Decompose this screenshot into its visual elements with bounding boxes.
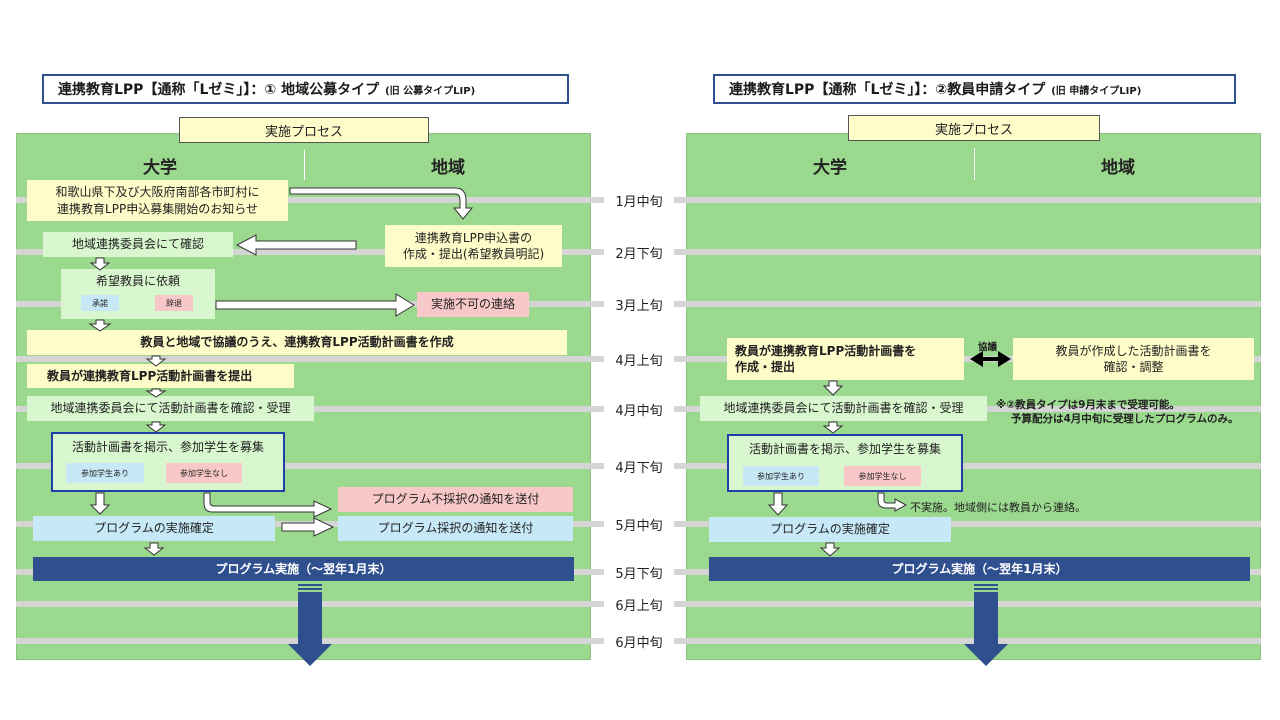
right-title-note: (旧 申請タイプLIP) [1051,85,1142,97]
left-with-students-chip: 参加学生あり [66,463,144,483]
right-arrow-confirm-to-implementation [819,542,841,557]
arrow-with-students-to-confirm [89,492,111,515]
right-discussion-label: 協議 [978,342,998,353]
left-col-university: 大学 [143,158,177,178]
month-label-2: 3月上旬 [604,295,674,314]
month-label-7: 5月下旬 [604,563,674,582]
left-process-label: 実施プロセス [179,117,429,143]
left-col-region: 地域 [431,158,465,178]
right-faculty-create-box: 教員が連携教育LPP活動計画書を 作成・提出 [727,338,964,380]
left-recruit-box: 活動計画書を掲示、参加学生を募集 参加学生あり 参加学生なし [51,432,285,492]
right-col-university: 大学 [813,158,847,178]
left-submit-plan-box: 教員が連携教育LPP活動計画書を提出 [27,364,294,388]
arrow-discuss-to-submit [145,355,167,367]
left-title-text: 連携教育LPP【通称「Lゼミ」】：① 地域公募タイプ [58,82,380,98]
right-process-label: 実施プロセス [848,115,1100,141]
right-discussion-arrow [970,351,1011,367]
arrow-application-to-committee [235,234,357,256]
arrow-confirm-to-adoption [281,517,335,537]
right-committee-review-box: 地域連携委員会にて活動計画書を確認・受理 [700,396,987,421]
arrow-no-students-to-rejection [203,492,333,518]
month-label-0: 1月中旬 [604,191,674,210]
month-label-9: 6月中旬 [604,632,674,651]
left-title: 連携教育LPP【通称「Lゼミ」】：① 地域公募タイプ (旧 公募タイプLIP) [42,74,569,104]
right-arrow-faculty-to-review [822,380,844,396]
arrow-submit-to-review [145,388,167,398]
right-title: 連携教育LPP【通称「Lゼミ」】：②教員申請タイプ (旧 申請タイプLIP) [713,74,1236,104]
right-with-students-chip: 参加学生あり [743,466,819,486]
right-arrow-with-students-to-confirm [767,492,789,516]
arrow-confirm-to-implementation [143,542,165,556]
arrow-request-to-discuss [88,319,112,332]
left-application-box: 連携教育LPP申込書の 作成・提出(希望教員明記) [385,225,562,267]
arrow-announce-to-application [289,187,474,220]
right-arrow-no-students-to-no-impl [877,492,908,512]
left-recruit-label: 活動計画書を掲示、参加学生を募集 [71,439,264,454]
left-accept-chip: 承諾 [81,295,119,311]
right-no-students-chip: 参加学生なし [844,466,921,486]
right-col-divider [974,148,975,180]
right-big-down-arrow [964,584,1008,666]
left-rejection-notice-box: プログラム不採択の通知を送付 [338,487,573,512]
month-label-5: 4月下旬 [604,457,674,476]
left-not-possible-box: 実施不可の連絡 [417,292,529,317]
left-title-note: (旧 公募タイプLIP) [385,85,476,97]
left-request-faculty-box: 希望教員に依頼 承諾 辞退 [61,269,215,319]
right-region-review-box: 教員が作成した活動計画書を 確認・調整 [1013,338,1254,380]
left-col-divider [304,150,305,180]
arrow-review-to-recruit [145,421,167,433]
month-label-1: 2月下旬 [604,243,674,262]
left-committee-confirm-box: 地域連携委員会にて確認 [43,232,233,257]
right-arrow-review-to-recruit [822,421,844,434]
arrow-committee-to-request [89,257,111,271]
right-no-impl-note: 不実施。地域側には教員から連絡。 [910,501,1086,514]
right-title-text: 連携教育LPP【通称「Lゼミ」】：②教員申請タイプ [729,82,1046,98]
left-committee-review-box: 地域連携委員会にて活動計画書を確認・受理 [27,396,314,421]
arrow-decline-to-not-possible [215,293,415,317]
right-recruit-label: 活動計画書を掲示、参加学生を募集 [748,441,941,456]
left-no-students-chip: 参加学生なし [166,463,242,483]
right-note-line2: 予算配分は4月中旬に受理したプログラムのみ。 [1011,413,1239,425]
left-announce-box: 和歌山県下及び大阪府南部各市町村に 連携教育LPP申込募集開始のお知らせ [27,180,288,221]
left-implementation-bar: プログラム実施（～翌年1月末） [33,557,574,581]
left-request-faculty-label: 希望教員に依頼 [95,273,180,288]
right-col-region: 地域 [1101,158,1135,178]
right-recruit-box: 活動計画書を掲示、参加学生を募集 参加学生あり 参加学生なし [727,434,963,492]
month-label-3: 4月上旬 [604,350,674,369]
left-confirm-program-box: プログラムの実施確定 [33,516,275,541]
right-implementation-bar: プログラム実施（～翌年1月末） [709,557,1250,581]
right-confirm-program-box: プログラムの実施確定 [709,517,951,542]
left-adoption-notice-box: プログラム採択の通知を送付 [338,516,573,541]
right-note-line1: ※②教員タイプは9月末まで受理可能。 [996,399,1180,411]
month-label-8: 6月上旬 [604,595,674,614]
left-big-down-arrow [288,584,332,666]
month-label-6: 5月中旬 [604,515,674,534]
month-label-4: 4月中旬 [604,400,674,419]
left-discuss-plan-box: 教員と地域で協議のうえ、連携教育LPP活動計画書を作成 [27,330,567,355]
left-decline-chip: 辞退 [155,295,193,311]
